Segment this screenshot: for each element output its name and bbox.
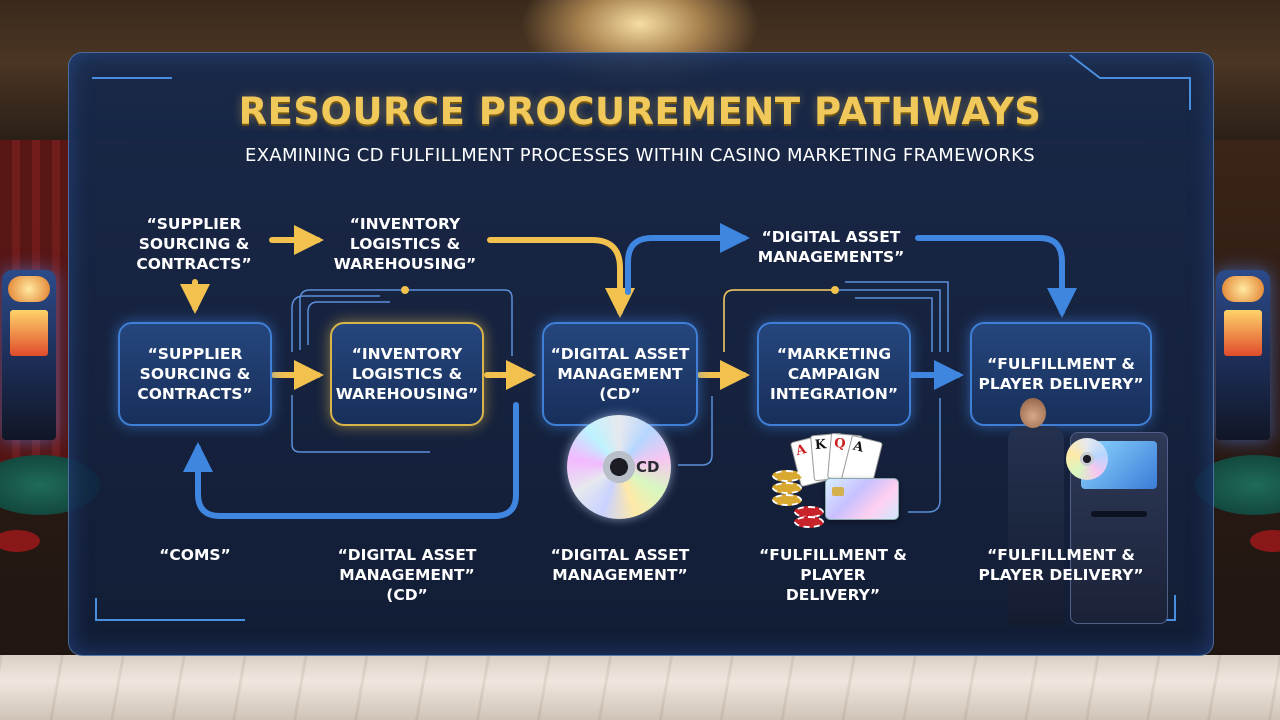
node-inventory-label: “INVENTORY LOGISTICS & WAREHOUSING” [335,345,479,403]
cd-label: CD [636,458,660,476]
credit-card-icon [825,478,899,520]
bottom-label-fulfillment-player: “FULFILLMENT & PLAYER DELIVERY” [759,546,907,604]
kiosk-icon [1070,432,1168,624]
node-digital-label: “DIGITAL ASSET MANAGEMENT (CD” [550,345,690,403]
node-digital-asset-management[interactable]: “DIGITAL ASSET MANAGEMENT (CD” [542,322,698,426]
person-head [1020,398,1046,428]
page-subtitle: EXAMINING CD FULFILLMENT PROCESSES WITHI… [245,145,1035,166]
bottom-label-coms: “COMS” [159,546,231,564]
slot-machine-right [1216,270,1270,440]
bottom-label-digital-asset: “DIGITAL ASSET MANAGEMENT” [550,546,690,584]
cd-disc-icon [567,415,671,519]
top-label-digital-asset: “DIGITAL ASSET MANAGEMENTS” [757,228,905,266]
node-fulfillment-label: “FULFILLMENT & PLAYER DELIVERY” [978,355,1144,393]
bottom-label-digital-asset-cd: “DIGITAL ASSET MANAGEMENT” (CD” [337,546,477,604]
arrow-digital-to-digital-label [625,223,750,295]
node-marketing-label: “MARKETING CAMPAIGN INTEGRATION” [769,345,899,403]
page-title: RESOURCE PROCUREMENT PATHWAYS [238,90,1042,133]
node-inventory-logistics[interactable]: “INVENTORY LOGISTICS & WAREHOUSING” [330,322,484,426]
marble-floor [0,655,1280,720]
arrow-feedback-loop [183,402,519,519]
bar-stool-right [1250,530,1280,552]
circuit-lines [291,281,949,513]
small-cd-icon [1066,438,1108,480]
bar-stool-left [0,530,40,552]
top-label-supplier: “SUPPLIER SOURCING & CONTRACTS” [136,215,252,273]
slot-machine-left [2,270,56,440]
node-supplier-label: “SUPPLIER SOURCING & CONTRACTS” [137,345,253,403]
person-figure [1008,426,1064,626]
top-label-inventory: “INVENTORY LOGISTICS & WAREHOUSING” [333,215,477,273]
bottom-label-fulfillment-delivery: “FULFILLMENT & PLAYER DELIVERY” [978,546,1144,584]
arrow-digital-label-to-fulfillment [915,235,1077,318]
node-marketing-campaign[interactable]: “MARKETING CAMPAIGN INTEGRATION” [757,322,911,426]
node-fulfillment-delivery[interactable]: “FULFILLMENT & PLAYER DELIVERY” [970,322,1152,426]
gold-circuit-line [723,289,835,352]
node-supplier-sourcing[interactable]: “SUPPLIER SOURCING & CONTRACTS” [118,322,272,426]
arrow-inventory-to-digital-top [487,237,635,318]
